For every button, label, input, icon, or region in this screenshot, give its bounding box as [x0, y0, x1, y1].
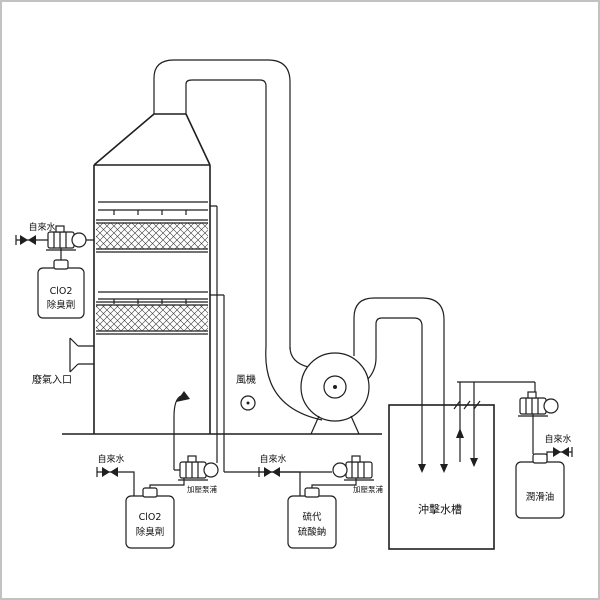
- lubricant-tank: [515, 453, 565, 519]
- fan-stand: [310, 415, 360, 435]
- tap-water-label-top-left: 自來水: [28, 221, 55, 233]
- deodorant-tank-upper: [37, 259, 85, 319]
- flow-up-arrow-icon: [176, 391, 190, 402]
- packing-bed-1-frame: [96, 219, 208, 253]
- flow-down-arrow-icon: [418, 464, 426, 473]
- tap-water-label-right: 自來水: [544, 433, 571, 445]
- pump-right: [518, 391, 559, 417]
- pump-icon: [71, 232, 87, 248]
- flow-down-arrow-icon: [470, 458, 478, 467]
- tap-water-label-bottom-left: 自來水: [97, 453, 124, 465]
- pump-top-left: [46, 225, 87, 251]
- tap-water-label-bottom-mid: 自來水: [259, 453, 286, 465]
- dosing-pipe-bottom-left: [96, 467, 185, 496]
- deodorant-lower-line1: ClO2: [139, 512, 162, 523]
- pump-body: [519, 397, 547, 415]
- packing-bed-1-mesh: [96, 223, 208, 249]
- pump-fins: [53, 232, 67, 248]
- tank-cap: [532, 453, 548, 464]
- valve-icon: [553, 447, 569, 457]
- deodorant-tank-lower: [125, 487, 175, 549]
- chemical-tank: [287, 487, 337, 549]
- deodorant-lower-line2: 除臭劑: [136, 526, 165, 538]
- deodorant-upper-line1: ClO2: [50, 286, 73, 297]
- pump-body: [47, 231, 75, 249]
- spray-header-1: [98, 201, 208, 215]
- pump-fins: [525, 398, 539, 414]
- fan-shaft-dot: [333, 385, 337, 389]
- scrubbing-tower: [69, 113, 211, 434]
- waste-gas-inlet-label: 廢氣入口: [32, 373, 72, 386]
- spray-header-2: [98, 291, 208, 304]
- gauge-icon: [240, 395, 256, 411]
- valve-icon: [102, 467, 118, 477]
- pump-nub: [187, 455, 197, 463]
- packing-bed-2-frame: [96, 301, 208, 335]
- impact-tank-body: [388, 404, 495, 550]
- chemical-label-line1: 硫代: [302, 511, 322, 523]
- pump-fins: [185, 462, 199, 478]
- overhead-duct: [153, 59, 291, 349]
- tank-body: [515, 461, 565, 519]
- pump-nub: [527, 391, 537, 399]
- pump-icon: [203, 462, 219, 478]
- valve-icon: [264, 467, 280, 477]
- pump-body: [345, 461, 373, 479]
- pump-fins: [351, 462, 365, 478]
- tower-shell: [93, 113, 211, 434]
- flow-down-arrow-icon: [440, 464, 448, 473]
- tank-cap: [142, 487, 158, 498]
- pump-body: [179, 461, 207, 479]
- gas-inlet-bell: [69, 337, 94, 373]
- impact-tank-baffles: [453, 381, 536, 466]
- tank-cap: [304, 487, 320, 498]
- deodorant-upper-line2: 除臭劑: [47, 299, 76, 311]
- centrifugal-fan: [240, 346, 370, 435]
- flow-up-arrow-icon: [456, 428, 464, 438]
- sump-return-pipe: [173, 395, 182, 471]
- impact-water-tank: [388, 381, 536, 550]
- valve-icon: [20, 235, 36, 245]
- packing-bed-2-mesh: [96, 305, 208, 331]
- fan-label: 風機: [236, 373, 256, 386]
- recirculation-pipe-1: [210, 205, 218, 463]
- pump-icon: [543, 398, 559, 414]
- pump-bottom-middle: [332, 455, 374, 481]
- impact-water-tank-label: 沖擊水槽: [418, 502, 462, 516]
- booster-pump-label-middle: 加壓泵浦: [353, 484, 383, 494]
- pump-nub: [55, 225, 65, 233]
- pump-nub: [351, 455, 361, 463]
- fan-outlet-duct: [353, 297, 445, 466]
- chemical-label-line2: 硫酸鈉: [298, 526, 327, 538]
- tank-cap: [53, 259, 69, 270]
- gauge-dot: [246, 401, 250, 405]
- fan-scroll: [265, 346, 323, 421]
- pump-icon: [332, 462, 348, 478]
- booster-pump-label-left: 加壓泵浦: [187, 484, 217, 494]
- pump-bottom-left: [178, 455, 219, 481]
- lubricant-oil-label: 潤滑油: [526, 491, 555, 503]
